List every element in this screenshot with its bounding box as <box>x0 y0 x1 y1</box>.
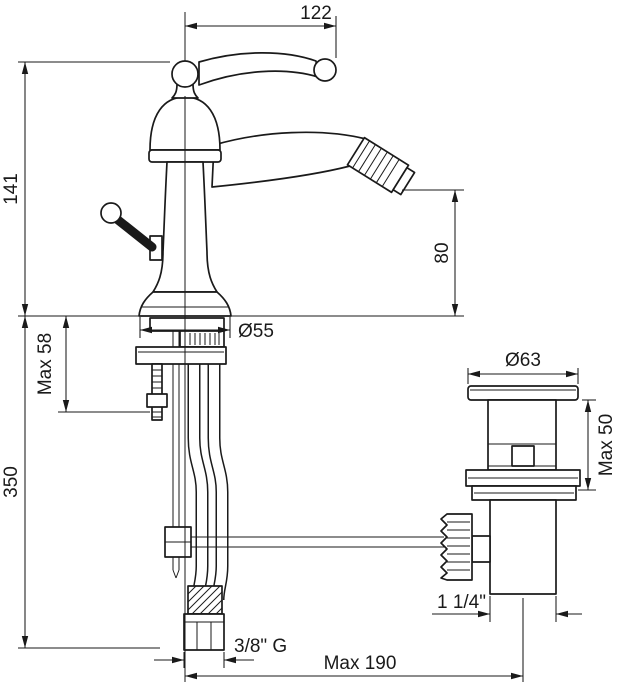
dim-label-max-deck-thickness: Max 58 <box>35 333 56 395</box>
knob-stub <box>471 535 491 563</box>
mounting-washer <box>149 317 225 332</box>
horseshoe-washer <box>135 346 227 365</box>
dim-label-total-height: 141 <box>1 173 22 205</box>
dim-label-centre-distance: Max 190 <box>324 653 397 674</box>
stud-nut <box>146 393 168 408</box>
dim-label-hose-length: 350 <box>1 466 22 498</box>
dimension-lines <box>18 16 596 682</box>
side-lever-arm <box>113 215 157 252</box>
side-lever-ball <box>100 202 122 224</box>
dimension-labels: 122 141 350 Max 58 80 Ø55 Ø63 Max 50 1 1… <box>1 3 617 674</box>
hose-crimp <box>187 585 223 615</box>
waste-tailpiece <box>489 499 557 595</box>
handle-top-ball <box>171 60 199 88</box>
dim-label-waste-thread: 1 1/4" <box>437 592 486 613</box>
threaded-shank <box>179 330 225 348</box>
handle-lever <box>198 52 319 86</box>
handle-end-ball <box>313 58 337 82</box>
dim-label-base-diameter: Ø55 <box>238 321 274 342</box>
spout <box>211 131 367 188</box>
dim-label-supply-thread: 3/8" G <box>234 636 287 657</box>
handle-neck <box>171 83 199 99</box>
faucet-body-group <box>100 52 416 317</box>
clamp-stud <box>151 363 163 421</box>
pop-up-linkage <box>164 526 444 558</box>
dim-label-spout-height: 80 <box>432 242 453 263</box>
waste-flange <box>467 385 579 401</box>
below-deck-hardware <box>135 317 229 651</box>
overflow-port <box>511 445 535 467</box>
centerlines <box>18 12 464 682</box>
dim-label-waste-flange-diameter: Ø63 <box>505 350 541 371</box>
supply-nut <box>183 613 225 651</box>
dim-label-waste-max-thickness: Max 50 <box>596 414 617 476</box>
dim-label-spread-width: 122 <box>300 3 332 24</box>
drain-assembly <box>440 385 581 595</box>
spout-nozzle <box>346 136 416 196</box>
